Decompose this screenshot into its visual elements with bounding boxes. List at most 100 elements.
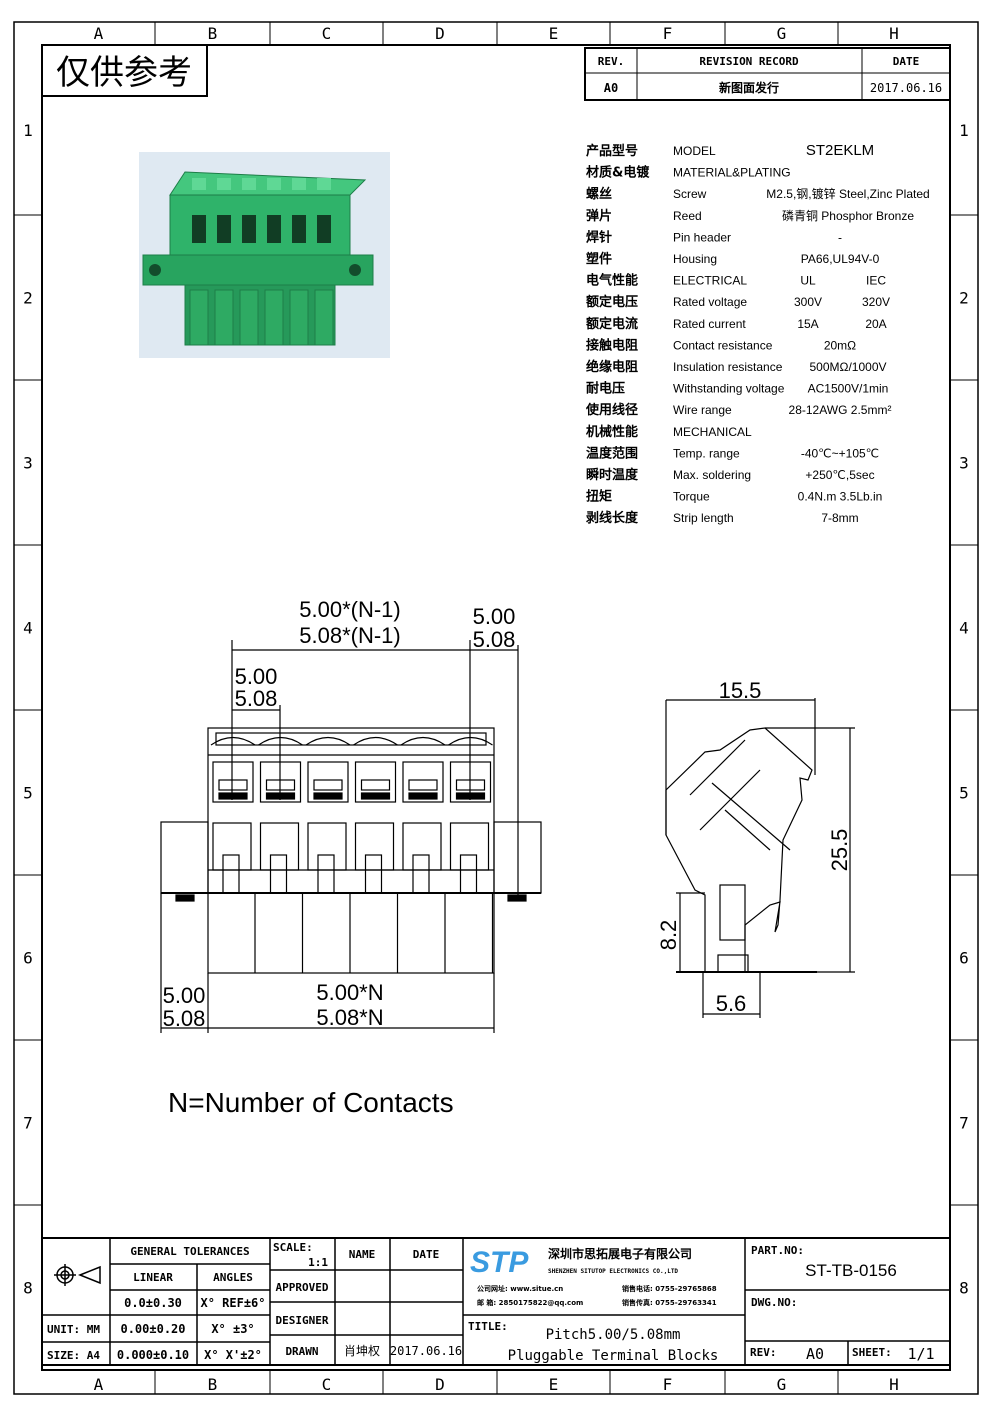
spec-label-cn: 使用线径 [585,402,638,418]
rev-value: A0 [806,1345,824,1363]
tol-linear-1: 0.0±0.30 [124,1296,182,1310]
sheet-label: SHEET: [852,1346,892,1359]
record-header: REVISION RECORD [699,55,799,68]
contacts-note: N=Number of Contacts [168,1087,454,1118]
spec-value: 20mΩ [824,338,856,352]
front-view-drawing [160,640,542,1033]
photo-wire-entry [267,215,281,243]
part-no-value: ST-TB-0156 [805,1261,897,1280]
photo-pin-housing [189,289,209,346]
row-label: 3 [23,454,33,473]
column-label: A [94,1375,104,1394]
spec-label-cn: 瞬时温度 [586,467,639,483]
spec-label-cn: 扭矩 [586,489,612,505]
column-label: G [777,1375,787,1394]
photo-wire-entry [242,215,256,243]
title-block [41,1237,951,1366]
spec-label-cn: 耐电压 [586,381,625,397]
spec-label-en: Strip length [673,511,734,525]
spec-label-en: Wire range [673,403,732,417]
dim-pin-width: 5.6 [716,991,747,1016]
spec-value: 7-8mm [821,511,858,525]
column-label: D [435,1375,445,1394]
designer-label: DESIGNER [276,1314,329,1327]
photo-screw [267,178,281,190]
side-view-drawing [665,698,855,1018]
spec-label-en: Torque [673,490,710,504]
tol-angle-2: X° ±3° [211,1322,254,1336]
dim-bottom-508: 5.08*N [316,1005,383,1030]
contact-web: 公司网址: www.situe.cn [477,1284,563,1293]
part-no-label: PART.NO: [751,1244,804,1257]
spec-row: 剥线长度 Strip length 7-8mm [586,510,859,526]
sheet-value: 1/1 [907,1345,934,1363]
scale-value: 1:1 [308,1256,328,1269]
terminal-slot [400,736,446,973]
spec-label-en: ELECTRICAL [673,274,747,288]
spec-label-en: Contact resistance [673,338,773,352]
spec-label-en: Reed [673,209,702,223]
rev-label: REV: [750,1346,777,1359]
spec-label-en: Temp. range [673,446,740,460]
spec-value: PA66,UL94V-0 [801,252,880,266]
row-label: 2 [959,289,969,308]
row-label: 8 [23,1279,33,1298]
photo-wire-entry [217,215,231,243]
spec-label-cn: 额定电流 [586,316,638,332]
date-header: DATE [413,1248,440,1261]
spec-value: 500MΩ/1000V [809,360,886,374]
photo-wire-entry [317,215,331,243]
spec-label-cn: 剥线长度 [586,510,639,526]
spec-label-cn: 额定电压 [586,294,638,310]
contact-mail: 邮 箱: 2850175822@qq.com [477,1298,583,1307]
row-label: 5 [959,784,969,803]
drawn-date: 2017.06.16 [390,1344,462,1358]
spec-value-iec: 20A [865,317,886,331]
terminal-slot [210,736,256,973]
spec-label-en: MATERIAL&PLATING [673,166,791,180]
column-label: F [663,1375,673,1394]
rev-header: REV. [598,55,625,68]
photo-pin-housing [289,289,309,346]
company-name-en: SHENZHEN SITUTOP ELECTRONICS CO.,LTD [548,1268,678,1275]
spec-value: 磷青铜 Phosphor Bronze [782,208,914,223]
column-label: E [549,24,559,43]
title-block-text: GENERAL TOLERANCES LINEAR ANGLES 0.0±0.3… [47,1241,935,1364]
spec-value-iec: IEC [866,274,886,288]
row-label: 5 [23,784,33,803]
dwg-no-label: DWG.NO: [751,1296,797,1309]
dim-right-500: 5.00 [473,604,516,629]
scale-label: SCALE: [273,1241,313,1254]
dim-left-508: 5.08 [163,1006,206,1031]
drawn-label: DRAWN [285,1345,318,1358]
column-label: D [435,24,445,43]
stamp-text: 仅供参考 [56,53,192,93]
row-label: 8 [959,1279,969,1298]
column-label: E [549,1375,559,1394]
spec-label-en: Rated current [673,317,746,331]
photo-pin-housing [239,289,259,346]
spec-label-cn: 焊针 [586,229,612,245]
column-label: H [889,24,899,43]
spec-value: 28-12AWG 2.5mm² [789,403,892,417]
record-value: 新图面发行 [719,80,779,95]
title-line-2: Pluggable Terminal Blocks [508,1348,719,1364]
company-name-cn: 深圳市思拓展电子有限公司 [548,1246,692,1261]
dim-height: 25.5 [827,829,852,872]
company-logo: STP [470,1246,529,1279]
spec-label-en: Withstanding voltage [673,382,785,396]
tol-angle-1: X° REF±6° [200,1296,265,1310]
drawn-name: 肖坤权 [344,1343,380,1358]
row-label: 4 [959,619,969,638]
dim-top-500: 5.00*(N-1) [299,597,400,622]
column-label: H [889,1375,899,1394]
dim-left-500: 5.00 [163,983,206,1008]
row-label: 1 [959,121,969,140]
column-label: B [208,24,218,43]
